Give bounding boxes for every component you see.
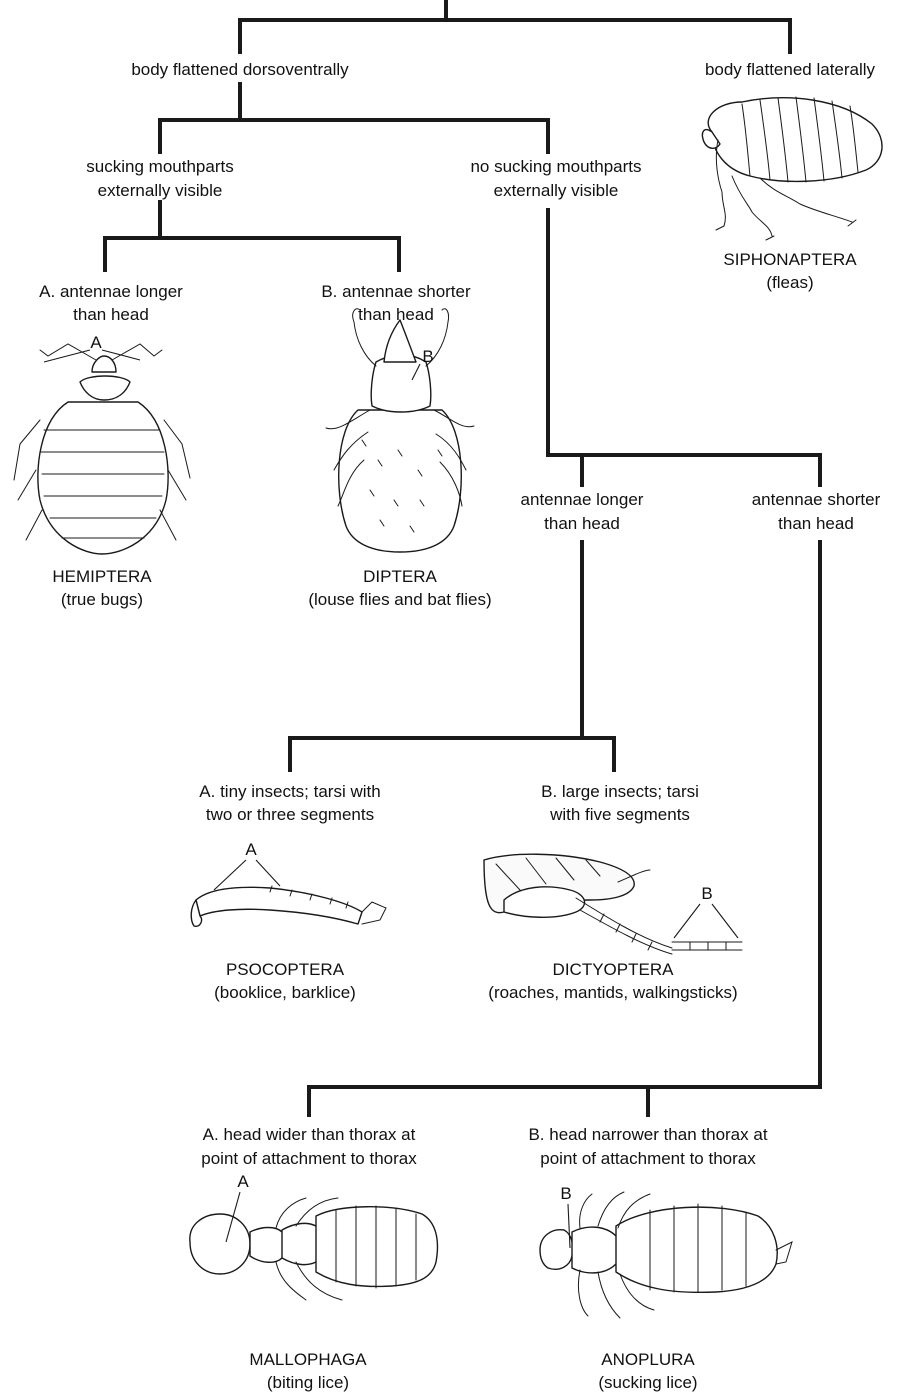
biting-louse-illustration [189, 1197, 439, 1301]
bed-bug-illustration [13, 343, 191, 555]
couplet-sucking-visible-line2: externally visible [98, 181, 223, 200]
roach-leg-illustration [483, 853, 743, 955]
connector-dorsoventral [158, 82, 550, 154]
feature-markers: A B A B A B [43, 333, 739, 1249]
marker-hemiptera-pointer [43, 349, 141, 363]
order-psocoptera-name: PSOCOPTERA [226, 960, 345, 979]
key-couplets: body flattened dorsoventrally body flatt… [39, 60, 880, 1168]
connector-no-sucking [546, 208, 822, 487]
order-hemiptera-name: HEMIPTERA [52, 567, 152, 586]
marker-anoplura-pointer [567, 1203, 571, 1249]
couplet-antennae-shorter-line2: than head [778, 514, 854, 533]
order-labels: SIPHONAPTERA (fleas) HEMIPTERA (true bug… [52, 250, 857, 1392]
booklouse-leg-illustration [190, 885, 387, 928]
couplet-flattened-laterally: body flattened laterally [705, 60, 876, 79]
order-mallophaga-common: (biting lice) [267, 1373, 349, 1392]
couplet-large-insects-line2: with five segments [549, 805, 690, 824]
couplet-tiny-insects-line2: two or three segments [206, 805, 374, 824]
couplet-head-wider-line1: A. head wider than thorax at [203, 1125, 416, 1144]
marker-anoplura: B [560, 1184, 571, 1203]
flea-illustration [701, 96, 883, 241]
marker-dictyoptera-pointer [673, 903, 739, 939]
order-siphonaptera-name: SIPHONAPTERA [723, 250, 857, 269]
couplet-no-sucking-line1: no sucking mouthparts [470, 157, 641, 176]
couplet-antennae-shorter-line1: antennae shorter [752, 490, 881, 509]
couplet-head-wider-line2: point of attachment to thorax [201, 1149, 417, 1168]
order-anoplura-common: (sucking lice) [598, 1373, 697, 1392]
order-mallophaga-name: MALLOPHAGA [249, 1350, 367, 1369]
key-connectors [103, 0, 822, 1117]
couplet-sucking-visible-line1: sucking mouthparts [86, 157, 233, 176]
order-hemiptera-common: (true bugs) [61, 590, 143, 609]
order-dictyoptera-common: (roaches, mantids, walkingsticks) [488, 983, 737, 1002]
couplet-head-narrower-line1: B. head narrower than thorax at [528, 1125, 767, 1144]
couplet-large-insects-line1: B. large insects; tarsi [541, 782, 699, 801]
marker-diptera: B [422, 347, 433, 366]
couplet-hemiptera-line1: A. antennae longer [39, 282, 183, 301]
marker-mallophaga: A [237, 1172, 249, 1191]
connector-antennae-shorter [307, 540, 822, 1117]
order-diptera-common: (louse flies and bat flies) [308, 590, 491, 609]
couplet-diptera-line2: than head [358, 305, 434, 324]
connector-root [238, 0, 792, 54]
order-dictyoptera-name: DICTYOPTERA [553, 960, 675, 979]
marker-psocoptera: A [245, 840, 257, 859]
couplet-diptera-line1: B. antennae shorter [321, 282, 471, 301]
marker-dictyoptera: B [701, 884, 712, 903]
marker-mallophaga-pointer [225, 1191, 241, 1243]
order-diptera-name: DIPTERA [363, 567, 437, 586]
order-siphonaptera-common: (fleas) [766, 273, 813, 292]
marker-hemiptera: A [90, 333, 102, 352]
couplet-flattened-dorsoventrally: body flattened dorsoventrally [131, 60, 349, 79]
marker-diptera-pointer [411, 363, 421, 381]
connector-sucking [103, 200, 401, 272]
couplet-no-sucking-line2: externally visible [494, 181, 619, 200]
marker-psocoptera-pointer [213, 859, 281, 891]
couplet-head-narrower-line2: point of attachment to thorax [540, 1149, 756, 1168]
couplet-antennae-longer-line1: antennae longer [521, 490, 644, 509]
order-psocoptera-common: (booklice, barklice) [214, 983, 356, 1002]
sucking-louse-illustration [539, 1191, 793, 1319]
couplet-hemiptera-line2: than head [73, 305, 149, 324]
couplet-antennae-longer-line2: than head [544, 514, 620, 533]
order-anoplura-name: ANOPLURA [601, 1350, 695, 1369]
connector-antennae-longer [288, 540, 616, 772]
couplet-tiny-insects-line1: A. tiny insects; tarsi with [199, 782, 380, 801]
bat-fly-illustration [325, 308, 475, 553]
